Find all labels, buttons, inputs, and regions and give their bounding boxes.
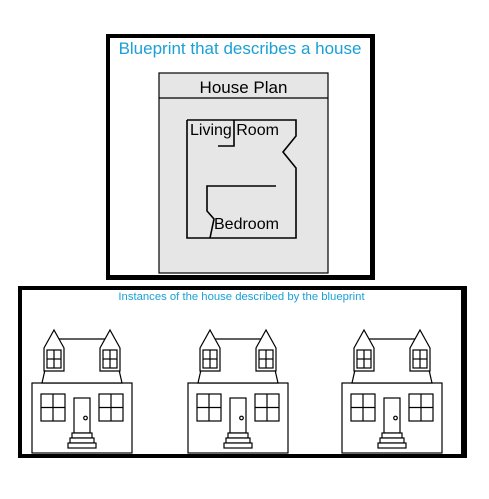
blueprint-panel: Blueprint that describes a house House P…: [106, 34, 375, 280]
instances-caption: Instances of the house described by the …: [118, 291, 365, 303]
house-instance-1: [31, 329, 133, 454]
house-plan-diagram: House Plan Living Room Bedroom: [158, 72, 329, 274]
house-plan-title: House Plan: [200, 78, 288, 97]
room-label-bedroom: Bedroom: [214, 216, 279, 233]
floor-plan-walls: [186, 119, 297, 239]
house-instance-2: [187, 329, 289, 454]
room-label-living-room: Living Room: [190, 122, 279, 139]
houses-row: [31, 329, 443, 454]
instances-panel: Instances of the house described by the …: [18, 286, 467, 458]
house-instance-3: [341, 329, 443, 454]
blueprint-title: Blueprint that describes a house: [118, 39, 362, 58]
house-plan-sheet: [158, 72, 329, 274]
